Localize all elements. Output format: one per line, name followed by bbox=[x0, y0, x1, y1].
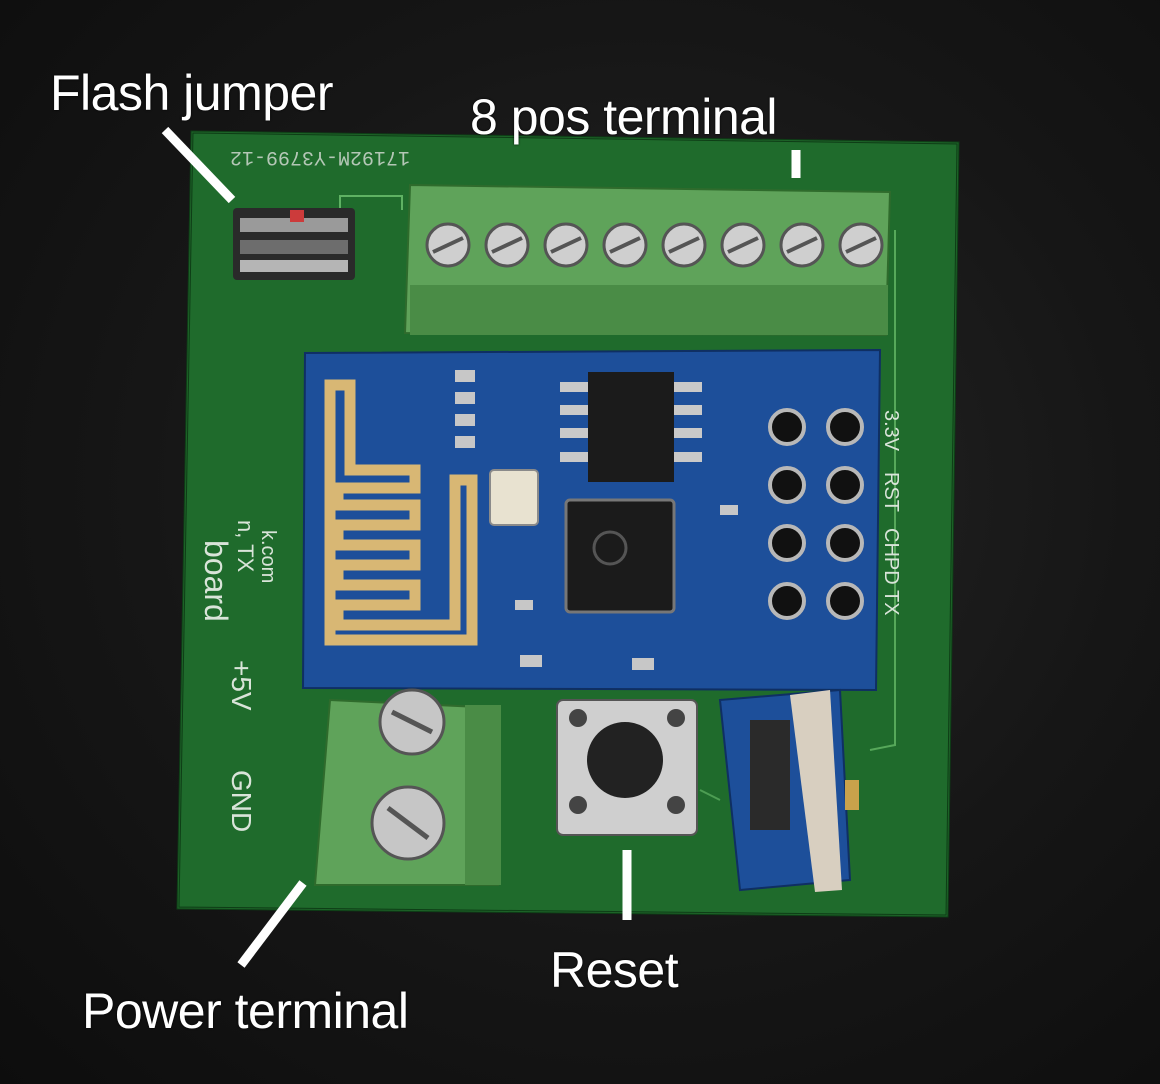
silk-url: k.com bbox=[257, 530, 279, 583]
header-pin bbox=[768, 408, 806, 446]
silk-board: board bbox=[198, 540, 234, 622]
part-number-silkscreen: 17192M-Y3799-12 bbox=[230, 145, 410, 168]
reset-label: Reset bbox=[550, 942, 679, 998]
screw-slot bbox=[550, 236, 582, 254]
silk-5v: +5V bbox=[226, 660, 257, 711]
esp8266-chip bbox=[564, 498, 676, 614]
esp01-module bbox=[301, 348, 882, 692]
antenna-trace bbox=[324, 379, 478, 646]
terminal-8pos-label: 8 pos terminal bbox=[470, 89, 778, 145]
silk-3v3: 3.3V bbox=[880, 410, 902, 452]
crystal bbox=[489, 469, 539, 526]
screw-slot bbox=[432, 236, 464, 254]
power-pointer bbox=[237, 880, 307, 968]
silk-gnd: GND bbox=[226, 770, 257, 832]
power-terminal bbox=[313, 688, 502, 886]
screw-slot bbox=[491, 236, 523, 254]
screw-slot bbox=[727, 236, 759, 254]
header-pin bbox=[768, 582, 806, 620]
screw-slot bbox=[609, 236, 641, 254]
flash-chip bbox=[588, 372, 674, 482]
header-pin bbox=[826, 582, 864, 620]
silk-tx: TX bbox=[880, 590, 902, 616]
regulator-board bbox=[718, 688, 859, 892]
terminal-block-8pos bbox=[403, 183, 892, 337]
silk-city: n, TX bbox=[233, 520, 258, 573]
flash-jumper-pointer bbox=[161, 126, 236, 204]
silk-rst: RST bbox=[880, 472, 902, 512]
header-pin bbox=[768, 524, 806, 562]
screw-slot bbox=[845, 236, 877, 254]
header-pin bbox=[826, 524, 864, 562]
reset-button-component bbox=[556, 699, 698, 836]
flash-jumper-label: Flash jumper bbox=[50, 65, 334, 121]
power-terminal-label: Power terminal bbox=[82, 983, 409, 1039]
screw-slot bbox=[668, 236, 700, 254]
flash-jumper bbox=[233, 208, 355, 280]
header-pin bbox=[826, 408, 864, 446]
header-pin bbox=[826, 466, 864, 504]
screw-slot bbox=[786, 236, 818, 254]
silk-chpd: CHPD bbox=[880, 528, 902, 585]
header-pin bbox=[768, 466, 806, 504]
